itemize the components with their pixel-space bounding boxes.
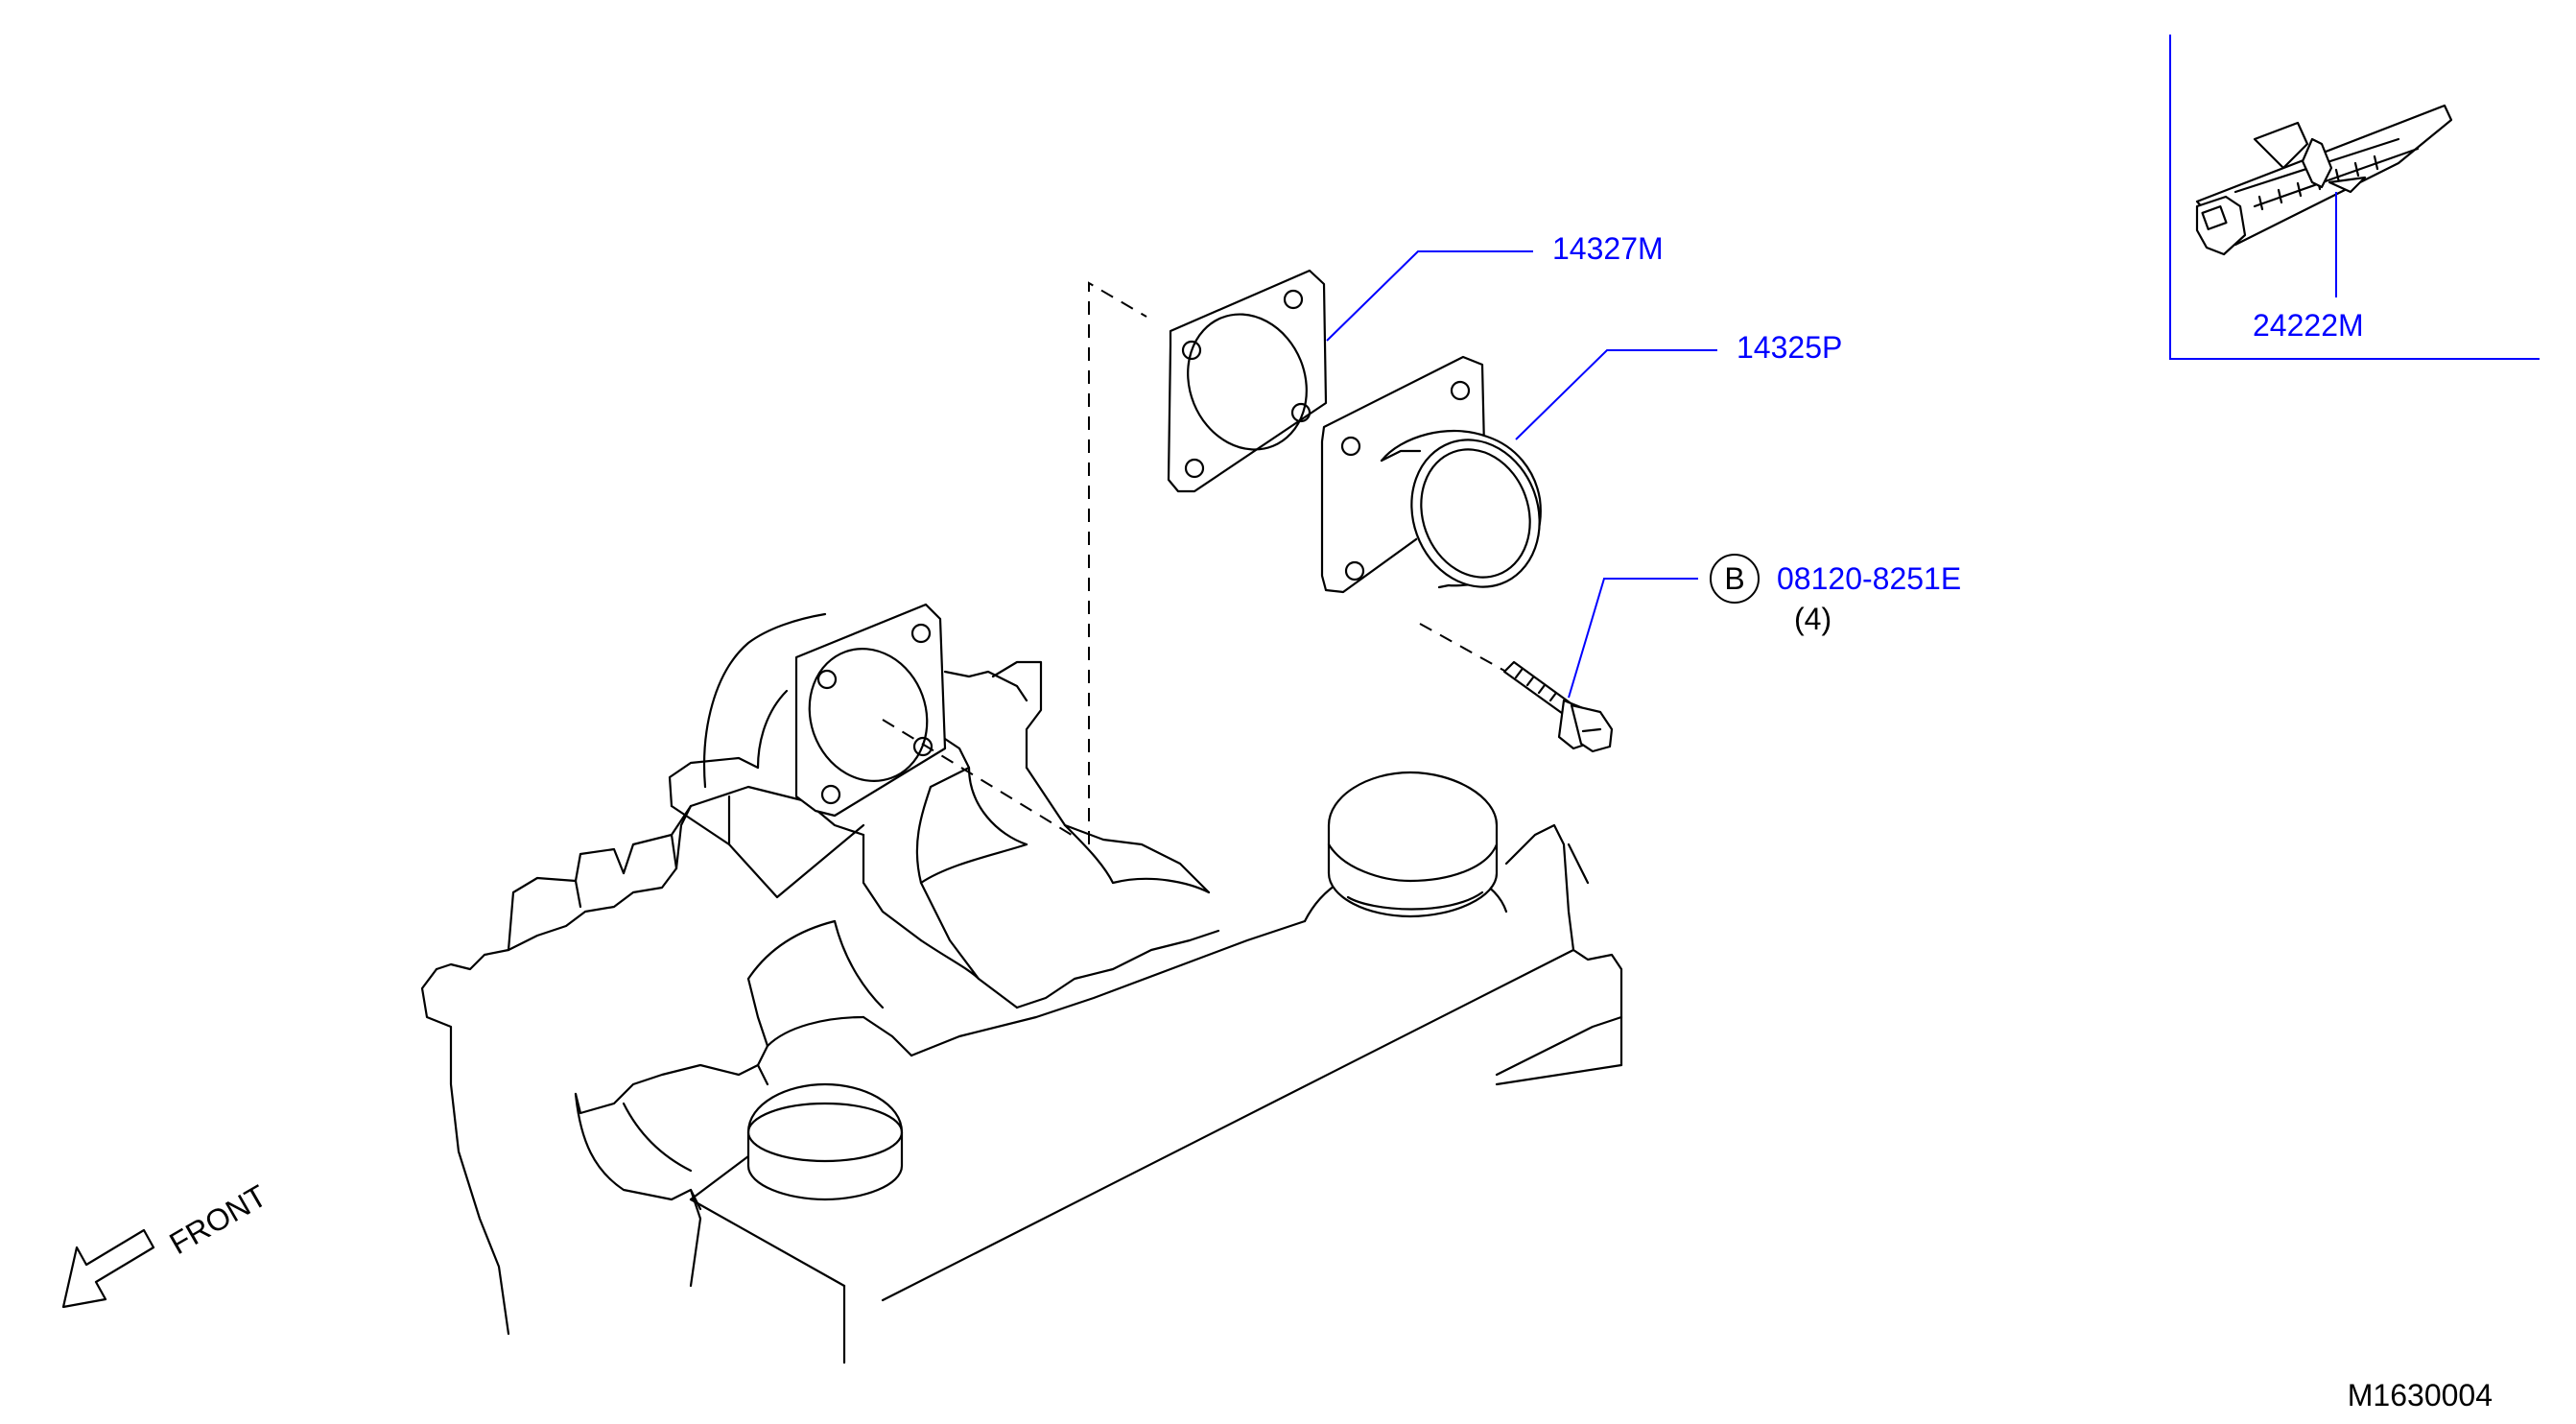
callout-outlet: 14325P — [1737, 330, 1842, 365]
bolt-code-marker: B — [1710, 554, 1760, 604]
callout-clip: 24222M — [2253, 308, 2364, 343]
bolt — [1502, 660, 1614, 753]
water-outlet — [1320, 355, 1542, 594]
diagram-id: M1630004 — [2348, 1378, 2493, 1412]
engine-block — [420, 603, 1623, 1365]
leader-bolt — [1568, 578, 1698, 699]
gasket — [1167, 269, 1328, 493]
oil-filler-cap-right — [1327, 771, 1499, 918]
leader-gasket — [1326, 250, 1533, 342]
leader-outlet — [1515, 349, 1717, 440]
front-arrow-icon — [61, 1228, 155, 1309]
assembly-lines — [882, 281, 1507, 844]
leader-lines — [1326, 192, 2337, 699]
callout-bolt-quantity: (4) — [1794, 602, 1832, 636]
front-label: FRONT — [164, 1178, 272, 1261]
callout-bolt: 08120-8251E — [1777, 561, 1961, 596]
cable-tie — [2195, 104, 2453, 256]
oil-filler-cap-left — [746, 1082, 904, 1201]
callout-gasket: 14327M — [1552, 231, 1664, 266]
bolt-code-letter: B — [1724, 561, 1744, 596]
cable-clip-inset — [2169, 35, 2540, 360]
front-direction-indicator: FRONT — [61, 1178, 272, 1309]
